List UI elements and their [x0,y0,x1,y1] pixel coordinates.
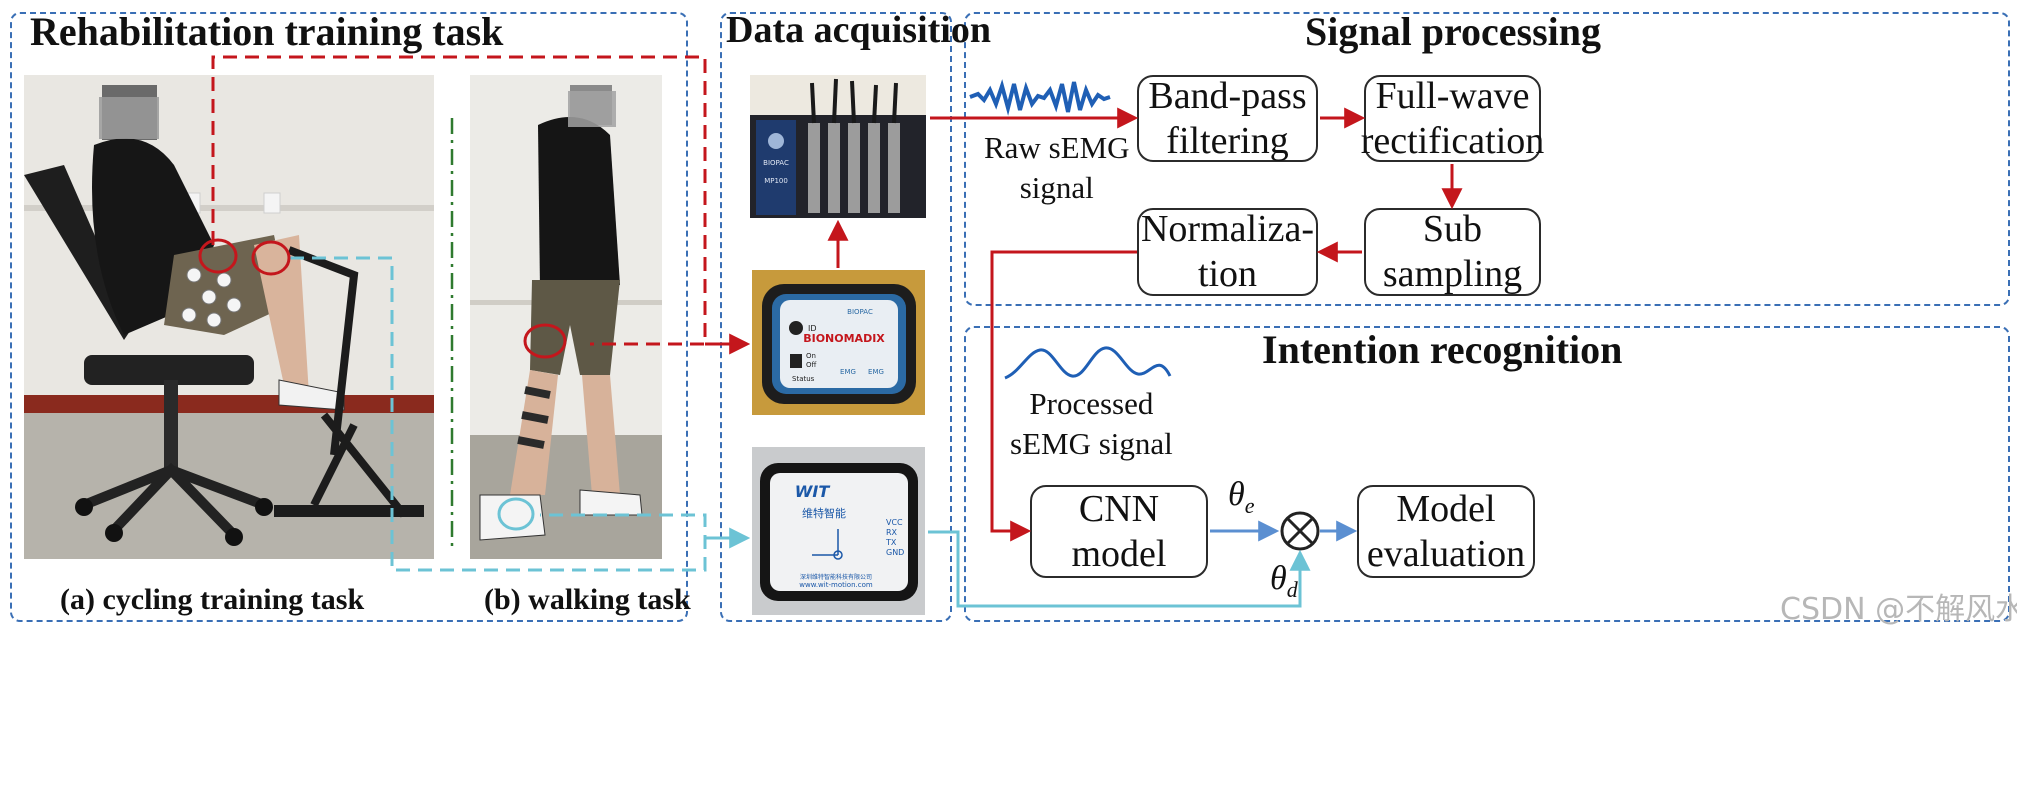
nomadix-on-label: On [806,352,816,360]
rehab-title: Rehabilitation training task [30,9,504,54]
theta-e-label: θe [1228,476,1254,519]
normalization-line2: tion [1197,253,1258,295]
signal-processing-title: Signal processing [1305,9,1601,54]
nomadix-status-label: Status [792,375,815,383]
intention-recognition-panel [964,326,2010,622]
bionomadix-device-photo: BIONOMADIX BIOPAC ID On Off Status EMG E… [752,270,925,415]
bandpass-line1: Band-pass [1148,74,1307,117]
wit-logo-label: WIT [795,482,831,501]
mp100-brand-label: BIOPAC [763,159,789,167]
nomadix-brand-label: BIONOMADIX [803,332,885,345]
theta-d-symbol: θ [1270,560,1287,597]
evaluation-line2: evaluation [1366,532,1526,575]
data-acquisition-title: Data acquisition [726,9,991,51]
bandpass-line2: filtering [1166,119,1289,162]
nomadix-biopac-label: BIOPAC [847,308,873,316]
wit-pin-rx: RX [886,528,898,537]
csdn-watermark: CSDN @不解风水 [1780,592,2017,627]
fullwave-line1: Full-wave [1375,74,1530,117]
evaluation-line1: Model [1396,487,1496,530]
cycling-caption: (a) cycling training task [60,583,365,616]
wit-url-label: www.wit-motion.com [799,581,873,589]
intention-recognition-title: Intention recognition [1262,327,1623,372]
processed-semg-line2: sEMG signal [1010,426,1173,462]
cnn-line2: model [1071,532,1167,575]
signal-processing-panel [964,12,2010,306]
nomadix-emg-b-label: EMG [868,368,884,376]
cnn-line1: CNN [1078,487,1160,530]
processed-semg-caption: Processed sEMG signal [1010,384,1173,465]
mp100-model-label: MP100 [764,177,788,185]
wit-pin-tx: TX [885,538,897,547]
raw-semg-caption: Raw sEMG signal [984,128,1130,209]
subsampling-line1: Sub [1422,208,1483,251]
cnn-model-box: CNN model [1030,485,1208,578]
processed-semg-line1: Processed [1029,386,1154,421]
raw-semg-line2: signal [1019,170,1094,206]
mp100-device-photo: BIOPAC MP100 [750,75,926,218]
normalization-line1: Normaliza- [1140,208,1315,251]
subsampling-line2: sampling [1382,253,1523,295]
wit-pin-gnd: GND [886,548,904,557]
nomadix-emg-a-label: EMG [840,368,856,376]
wit-company-label: 深圳维特智能科技有限公司 [800,573,872,581]
normalization-box: Normaliza- tion [1137,208,1318,296]
theta-d-label: θd [1270,560,1298,603]
nomadix-off-label: Off [806,361,817,369]
theta-d-subscript: d [1286,576,1298,602]
fullwave-box: Full-wave rectification [1361,74,1544,162]
subsampling-box: Sub sampling [1364,208,1541,296]
nomadix-id-label: ID [808,324,817,333]
cycling-photo [24,75,434,559]
data-acquisition-panel [720,12,952,622]
wit-pin-vcc: VCC [886,518,903,527]
fullwave-line2: rectification [1360,119,1545,162]
theta-e-symbol: θ [1228,476,1245,513]
wit-imu-device-photo: WIT 维特智能 VCC RX TX GND 深圳维特智能科技有限公司 www.… [752,447,925,615]
wit-cn-label: 维特智能 [802,506,846,520]
bandpass-box: Band-pass filtering [1137,75,1318,162]
model-evaluation-box: Model evaluation [1357,485,1535,578]
raw-semg-line1: Raw sEMG [984,130,1130,165]
walking-photo [470,75,662,559]
theta-e-subscript: e [1244,492,1255,518]
walking-caption: (b) walking task [484,583,691,616]
